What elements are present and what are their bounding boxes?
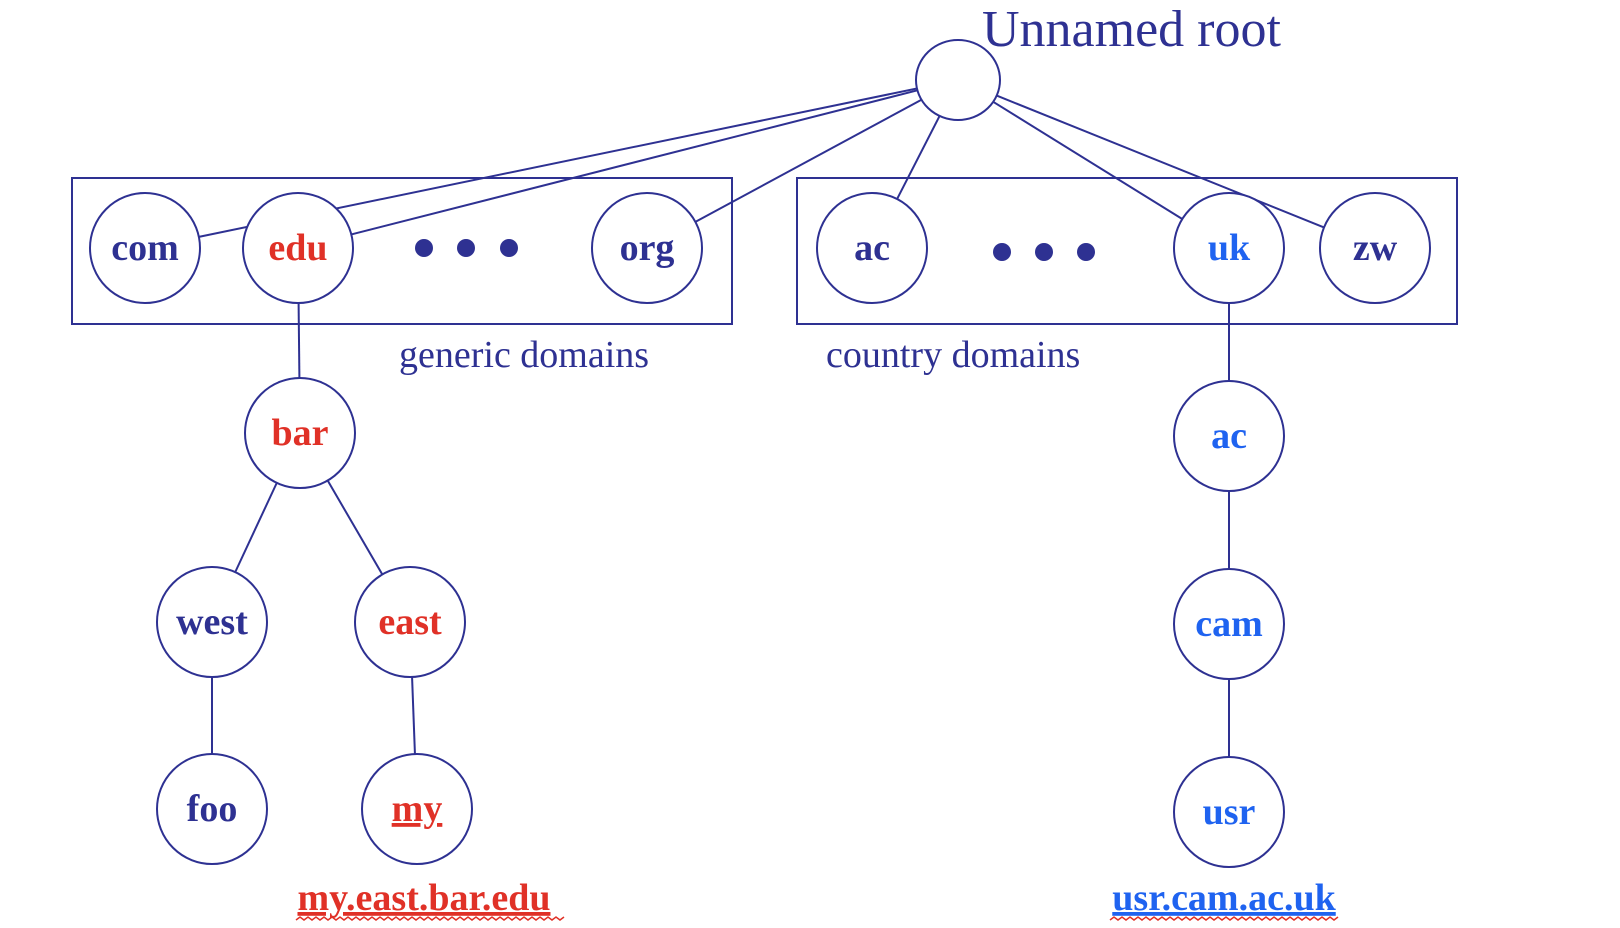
edge-bar-east bbox=[326, 480, 384, 575]
node-circle bbox=[354, 566, 466, 678]
edge-root-edu bbox=[351, 89, 918, 236]
node-circle bbox=[89, 192, 201, 304]
generic-ellipsis-dot bbox=[415, 239, 433, 257]
spellcheck-underline bbox=[295, 916, 565, 921]
node-label: uk bbox=[1208, 227, 1251, 269]
edge-root-uk bbox=[992, 100, 1183, 220]
generic-ellipsis-dot bbox=[457, 239, 475, 257]
node-east: east bbox=[354, 566, 466, 678]
country-ellipsis-dot bbox=[993, 243, 1011, 261]
node-cam: cam bbox=[1173, 568, 1285, 680]
node-my: my bbox=[361, 753, 473, 865]
spellcheck-underline bbox=[1109, 916, 1339, 921]
edge-edu-bar bbox=[297, 302, 301, 379]
node-label: foo bbox=[187, 788, 238, 830]
country-ellipsis-dot bbox=[1035, 243, 1053, 261]
generic-ellipsis-dot bbox=[500, 239, 518, 257]
node-circle bbox=[1173, 568, 1285, 680]
node-circle bbox=[591, 192, 703, 304]
node-circle bbox=[156, 753, 268, 865]
node-circle bbox=[361, 753, 473, 865]
edge-root-org bbox=[694, 98, 922, 223]
country-domains-caption: country domains bbox=[826, 334, 1080, 376]
country-domains-box bbox=[796, 177, 1458, 325]
node-circle bbox=[1173, 380, 1285, 492]
node-ac_top: ac bbox=[816, 192, 928, 304]
node-circle bbox=[156, 566, 268, 678]
node-label: ac bbox=[854, 227, 890, 269]
fqdn-right: usr.cam.ac.uk bbox=[1112, 877, 1336, 919]
node-edu: edu bbox=[242, 192, 354, 304]
node-label: zw bbox=[1353, 227, 1398, 269]
tree-nodes: com edu org ac uk zw bar west east foo my ac cam usr bbox=[89, 39, 1431, 868]
root-title: Unnamed root bbox=[982, 1, 1281, 58]
node-circle bbox=[244, 377, 356, 489]
node-org: org bbox=[591, 192, 703, 304]
node-label: west bbox=[176, 601, 248, 643]
node-bar: bar bbox=[244, 377, 356, 489]
node-label: org bbox=[620, 227, 675, 269]
node-ac_uk: ac bbox=[1173, 380, 1285, 492]
node-label: ac bbox=[1211, 415, 1247, 457]
node-usr: usr bbox=[1173, 756, 1285, 868]
edge-bar-west bbox=[234, 482, 278, 573]
node-circle bbox=[1173, 192, 1285, 304]
tree-edges bbox=[198, 87, 1325, 757]
generic-domains-box bbox=[71, 177, 733, 325]
fqdn-left: my.east.bar.edu bbox=[297, 877, 550, 919]
node-label: usr bbox=[1203, 791, 1256, 833]
node-label: com bbox=[111, 227, 179, 269]
node-west: west bbox=[156, 566, 268, 678]
edge-root-ac_top bbox=[896, 115, 941, 200]
node-label: edu bbox=[268, 227, 327, 269]
country-ellipsis-dot bbox=[1077, 243, 1095, 261]
node-label: cam bbox=[1195, 603, 1263, 645]
generic-domains-caption: generic domains bbox=[399, 334, 649, 376]
root-node bbox=[915, 39, 1001, 121]
node-com: com bbox=[89, 192, 201, 304]
edge-root-zw bbox=[996, 94, 1325, 229]
node-foo: foo bbox=[156, 753, 268, 865]
node-uk: uk bbox=[1173, 192, 1285, 304]
node-circle bbox=[1319, 192, 1431, 304]
node-circle bbox=[816, 192, 928, 304]
node-label: bar bbox=[272, 412, 329, 454]
node-circle bbox=[242, 192, 354, 304]
node-label: my bbox=[392, 788, 443, 830]
node-circle bbox=[1173, 756, 1285, 868]
node-zw: zw bbox=[1319, 192, 1431, 304]
node-label: east bbox=[378, 601, 442, 643]
edge-east-my bbox=[411, 676, 416, 755]
